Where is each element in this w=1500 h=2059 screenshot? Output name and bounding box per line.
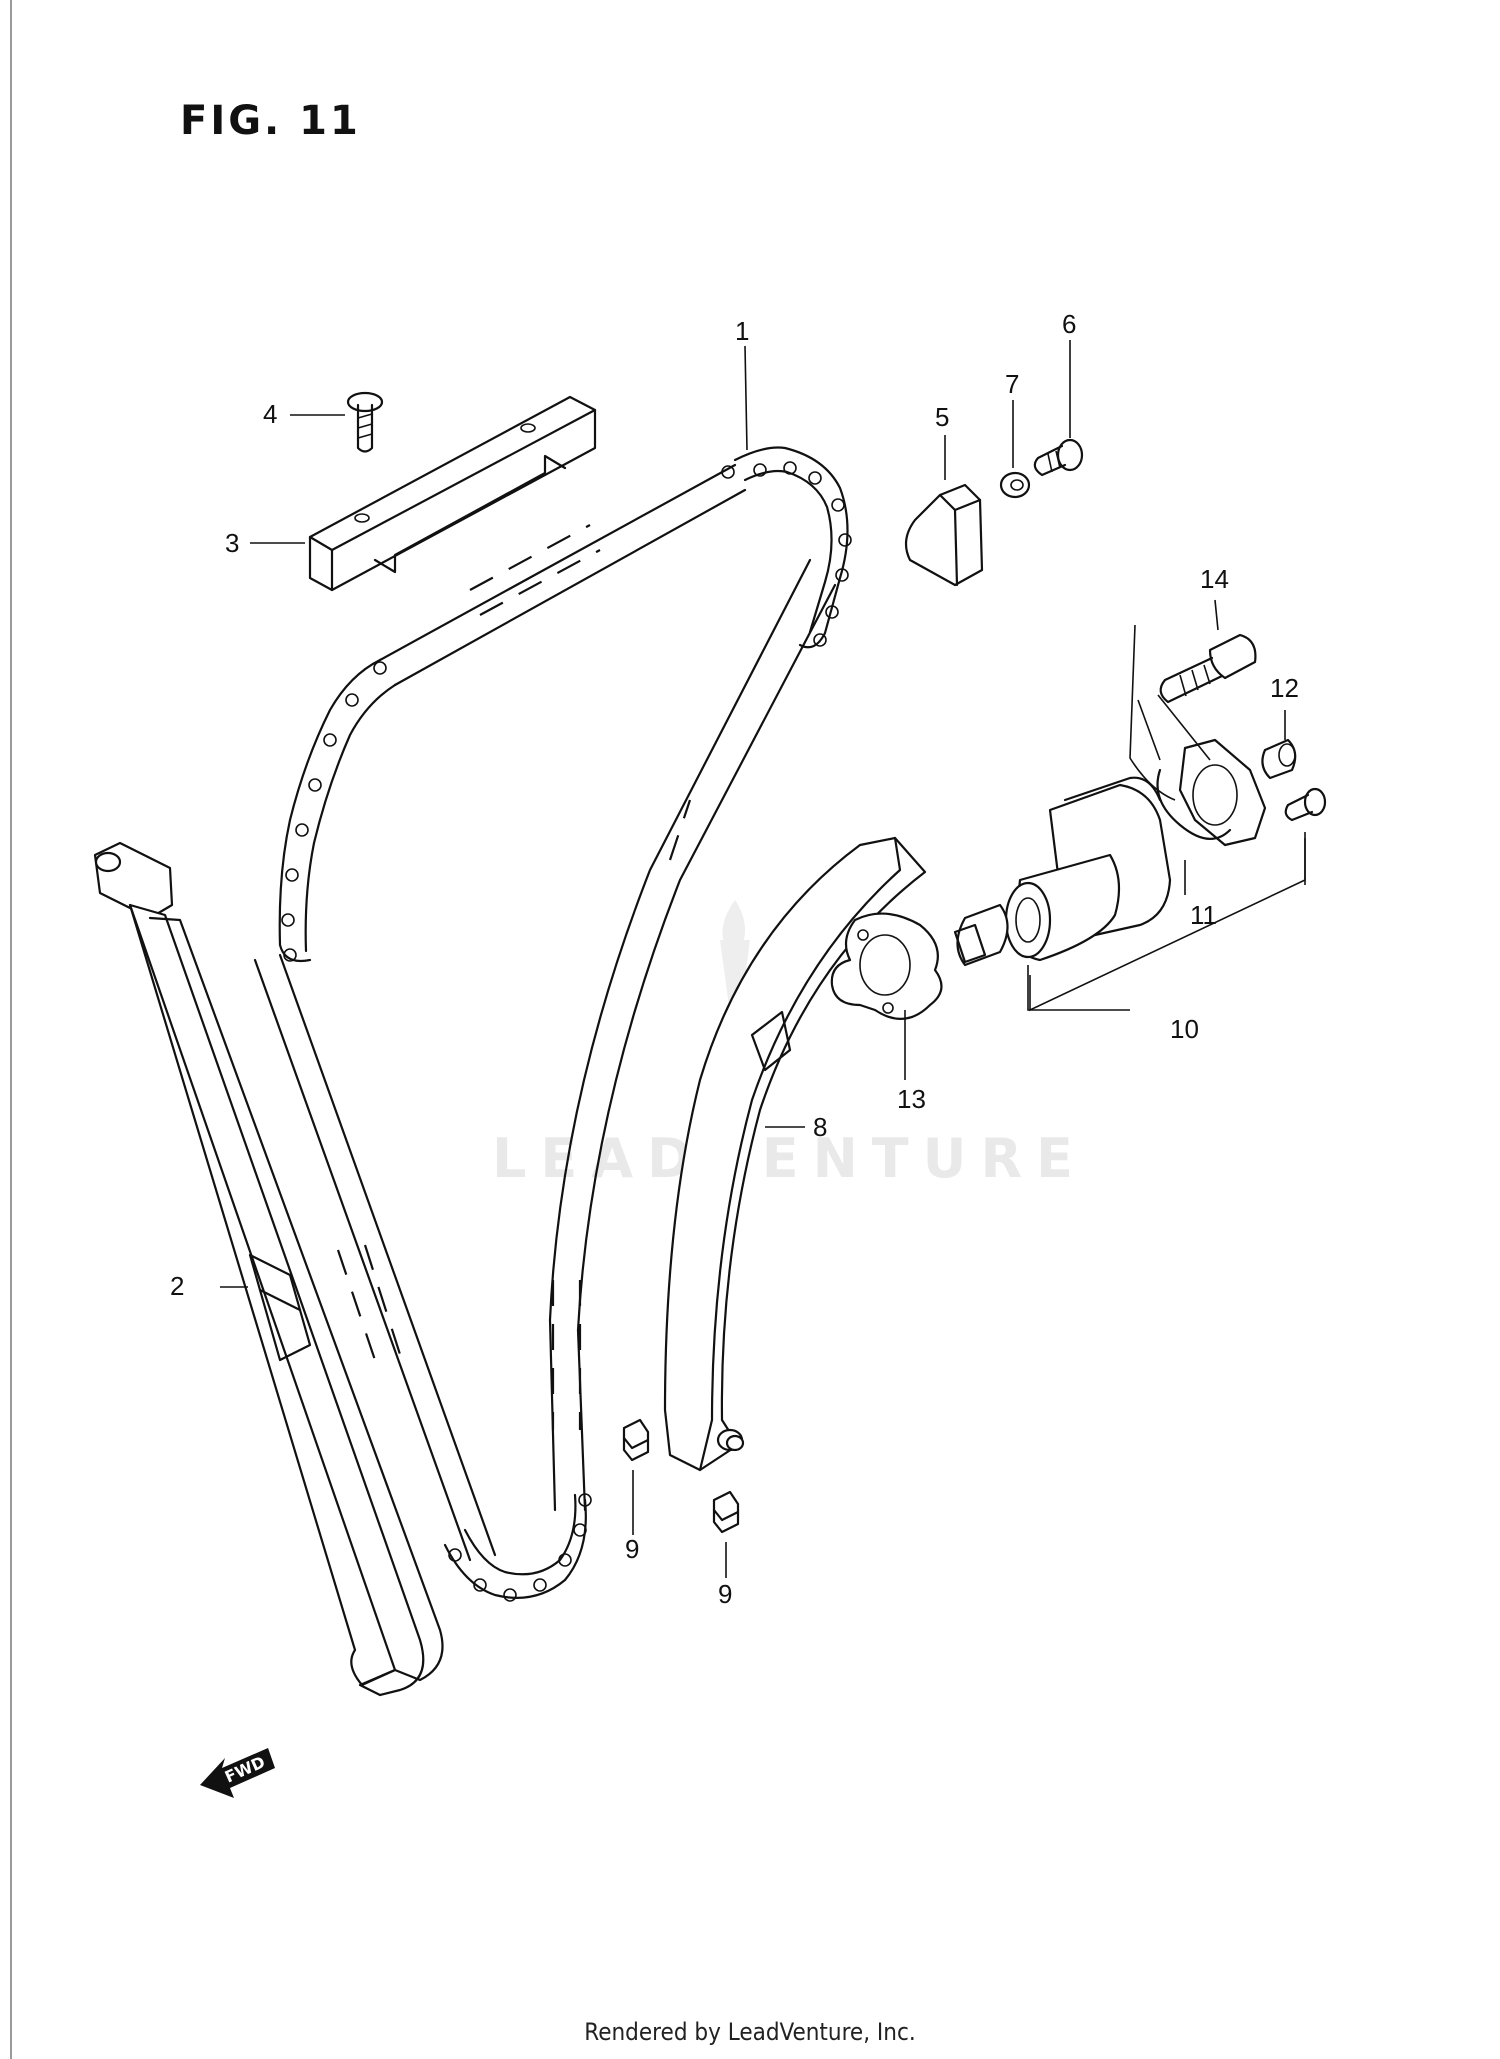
part-3-cam-chain-guide-top[interactable] <box>308 395 597 592</box>
fwd-direction-arrow-icon: FWD <box>200 1748 275 1798</box>
fwd-label: FWD <box>222 1752 268 1786</box>
part-6-bolt[interactable] <box>1033 438 1084 477</box>
part-8-chain-guide-tensioner[interactable] <box>663 836 927 1472</box>
callout-10: 10 <box>1170 1014 1199 1044</box>
callout-14: 14 <box>1200 564 1229 594</box>
callout-6: 6 <box>1062 309 1076 339</box>
callout-4: 4 <box>263 399 277 429</box>
callout-11: 11 <box>1190 900 1217 930</box>
watermark: LEADVENTURE <box>492 1127 1087 1190</box>
callout-9b: 9 <box>718 1579 732 1609</box>
part-12-plug[interactable] <box>1261 738 1297 780</box>
part-9-dowel-pin-1[interactable] <box>622 1418 650 1462</box>
part-11-gasket[interactable] <box>1156 738 1267 847</box>
watermark-flame-icon <box>720 900 750 1050</box>
part-5-cap[interactable] <box>904 483 984 587</box>
tensioner-screw[interactable] <box>1284 787 1327 822</box>
callout-1: 1 <box>735 316 749 346</box>
part-4-screw[interactable] <box>346 391 384 453</box>
footer-credit: Rendered by LeadVenture, Inc. <box>584 2018 916 2046</box>
page-edge-line <box>10 0 12 2059</box>
callout-9a: 9 <box>625 1534 639 1564</box>
part-14-tensioner-bolt[interactable] <box>1159 633 1257 704</box>
callout-5: 5 <box>935 402 949 432</box>
callout-7: 7 <box>1005 369 1019 399</box>
part-1-cam-chain[interactable] <box>253 446 852 1602</box>
part-9-dowel-pin-2[interactable] <box>712 1490 740 1534</box>
callout-labels: 1 2 3 4 5 6 7 8 9 9 10 11 12 13 14 <box>170 309 1299 1609</box>
callout-8: 8 <box>813 1112 827 1142</box>
part-2-chain-guide-front[interactable] <box>93 841 444 1697</box>
part-10-tensioner-assembly[interactable] <box>953 776 1172 967</box>
part-13-gasket[interactable] <box>830 912 943 1020</box>
part-7-washer[interactable] <box>999 471 1031 499</box>
leader-lines <box>220 340 1306 1578</box>
figure-title: FIG. 11 <box>180 98 361 144</box>
callout-13: 13 <box>897 1084 926 1114</box>
callout-12: 12 <box>1270 673 1299 703</box>
callout-2: 2 <box>170 1271 184 1301</box>
callout-3: 3 <box>225 528 239 558</box>
